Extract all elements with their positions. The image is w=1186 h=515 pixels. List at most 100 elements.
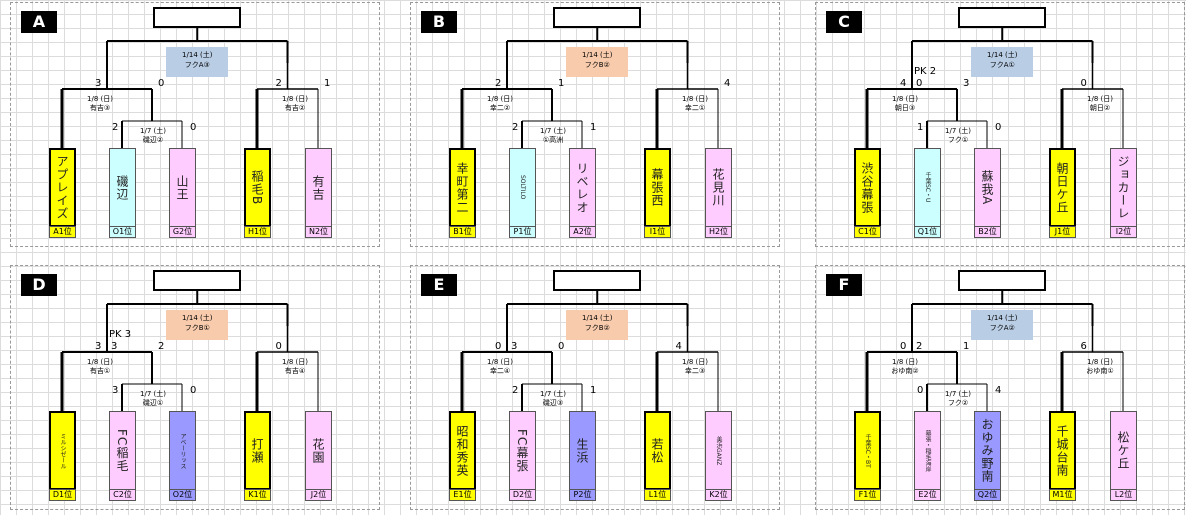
team-box[interactable]: FC稲毛 xyxy=(109,411,136,490)
score-sf1_r: 0 xyxy=(916,78,923,89)
team-name: ジョカーレ xyxy=(1116,155,1130,220)
final-date: 1/14 (土) xyxy=(987,314,1018,322)
team-name: 千葉SC・U xyxy=(924,172,931,203)
winner-box[interactable] xyxy=(153,270,241,291)
team-box[interactable]: 渋谷幕張 xyxy=(854,148,881,227)
team-box[interactable]: アプレイズ xyxy=(49,148,76,227)
team-name: 幕張・稲毛海岸 xyxy=(924,429,931,472)
qf-match-label: 1/7 (土)フク① xyxy=(931,127,985,145)
sf2-date: 1/8 (日) xyxy=(282,358,308,366)
qf-date: 1/7 (土) xyxy=(140,390,166,398)
group-letter: C xyxy=(826,11,862,33)
bracket-lines xyxy=(865,28,1124,148)
score-qf_r: 1 xyxy=(590,385,597,396)
sf2-venue: 有吉② xyxy=(284,104,306,112)
team-box[interactable]: ジョカーレ xyxy=(1110,148,1137,227)
qf-venue: ①高洲 xyxy=(542,136,564,144)
qf-match-label: 1/7 (土)①高洲 xyxy=(526,127,580,145)
team-box[interactable]: 稲毛B xyxy=(244,148,271,227)
sf1-date: 1/8 (日) xyxy=(87,95,113,103)
qf-date: 1/7 (土) xyxy=(540,390,566,398)
final-venue: フクB① xyxy=(184,324,210,332)
winner-box[interactable] xyxy=(553,7,641,28)
team-box[interactable]: おゆみ野南 xyxy=(974,411,1001,490)
team-box[interactable]: 有吉 xyxy=(305,148,332,227)
team-box[interactable]: 若松 xyxy=(644,411,671,490)
sf2-venue: 幸二③ xyxy=(684,367,706,375)
sf1-date: 1/8 (日) xyxy=(487,95,513,103)
team-rank: L1位 xyxy=(644,489,671,501)
team-box[interactable]: 千葉SC・BT xyxy=(854,411,881,490)
team-box[interactable]: 蘇我A xyxy=(974,148,1001,227)
final-match-label: 1/14 (土)フクA① xyxy=(971,47,1034,77)
team-box[interactable]: 花見川 xyxy=(705,148,732,227)
team-box[interactable]: 生浜 xyxy=(569,411,596,490)
team-rank: H2位 xyxy=(705,226,732,238)
sf2-date: 1/8 (日) xyxy=(282,95,308,103)
winner-box[interactable] xyxy=(958,7,1046,28)
team-box[interactable]: 磯辺 xyxy=(109,148,136,227)
team-name: 松ケ丘 xyxy=(1116,431,1130,470)
team-box[interactable]: FC幕張 xyxy=(509,411,536,490)
final-match-label: 1/14 (土)フクB② xyxy=(566,310,629,340)
team-name: 花見川 xyxy=(711,168,725,207)
sf2-date: 1/8 (日) xyxy=(1087,358,1113,366)
winner-box[interactable] xyxy=(153,7,241,28)
team-box[interactable]: 千葉SC・U xyxy=(914,148,941,227)
team-rank: E2位 xyxy=(914,489,941,501)
score-qf_r: 0 xyxy=(995,122,1002,133)
sf1-venue: 有吉③ xyxy=(89,104,111,112)
team-rank: K1位 xyxy=(244,489,271,501)
sf2-match-label: 1/8 (日)有吉④ xyxy=(265,358,325,376)
qf-date: 1/7 (土) xyxy=(945,127,971,135)
final-date: 1/14 (土) xyxy=(582,51,613,59)
team-box[interactable]: SOLTILO xyxy=(509,148,536,227)
score-f2_l: 0 xyxy=(1080,78,1087,89)
sf1-match-label: 1/8 (日)朝日③ xyxy=(875,95,935,113)
pk-note: PK 3 xyxy=(109,329,132,340)
winner-box[interactable] xyxy=(958,270,1046,291)
team-box[interactable]: 朝日ケ丘 xyxy=(1049,148,1076,227)
qf-date: 1/7 (土) xyxy=(540,127,566,135)
team-rank: E1位 xyxy=(449,489,476,501)
bracket-lines xyxy=(460,291,719,411)
team-box[interactable]: 美浜GANZ xyxy=(705,411,732,490)
team-box[interactable]: 千城台南 xyxy=(1049,411,1076,490)
team-box[interactable]: 幕張西 xyxy=(644,148,671,227)
score-f_r: 0 xyxy=(558,341,565,352)
team-box[interactable]: 打瀬 xyxy=(244,411,271,490)
team-box[interactable]: ミルシゼール xyxy=(49,411,76,490)
sf2-date: 1/8 (日) xyxy=(682,95,708,103)
team-box[interactable]: 山王 xyxy=(169,148,196,227)
winner-box[interactable] xyxy=(553,270,641,291)
team-name: アプレイズ xyxy=(55,155,69,220)
team-box[interactable]: 幕張・稲毛海岸 xyxy=(914,411,941,490)
team-box[interactable]: 花園 xyxy=(305,411,332,490)
team-rank: L2位 xyxy=(1110,489,1137,501)
score-f_r: 2 xyxy=(158,341,165,352)
qf-venue: 磯辺① xyxy=(142,399,164,407)
team-box[interactable]: アベーリッス xyxy=(169,411,196,490)
score-qf_l: 2 xyxy=(512,122,519,133)
team-box[interactable]: 幸町第二 xyxy=(449,148,476,227)
score-f_l: 4 xyxy=(900,78,907,89)
sf2-match-label: 1/8 (日)幸二① xyxy=(665,95,725,113)
score-qf_r: 0 xyxy=(190,122,197,133)
team-rank: C2位 xyxy=(109,489,136,501)
group-letter: D xyxy=(21,274,57,296)
team-rank: A2位 xyxy=(569,226,596,238)
bracket-lines xyxy=(865,291,1124,411)
team-box[interactable]: 松ケ丘 xyxy=(1110,411,1137,490)
team-box[interactable]: リベレオ xyxy=(569,148,596,227)
team-box[interactable]: 昭和秀英 xyxy=(449,411,476,490)
score-f2_l: 0 xyxy=(275,341,282,352)
team-name: 生浜 xyxy=(575,437,589,464)
team-rank: O1位 xyxy=(109,226,136,238)
team-rank: I2位 xyxy=(1110,226,1137,238)
team-name: ミルシゼール xyxy=(59,432,66,469)
team-rank: M1位 xyxy=(1049,489,1076,501)
score-qf_r: 1 xyxy=(590,122,597,133)
sf1-match-label: 1/8 (日)有吉① xyxy=(70,358,130,376)
